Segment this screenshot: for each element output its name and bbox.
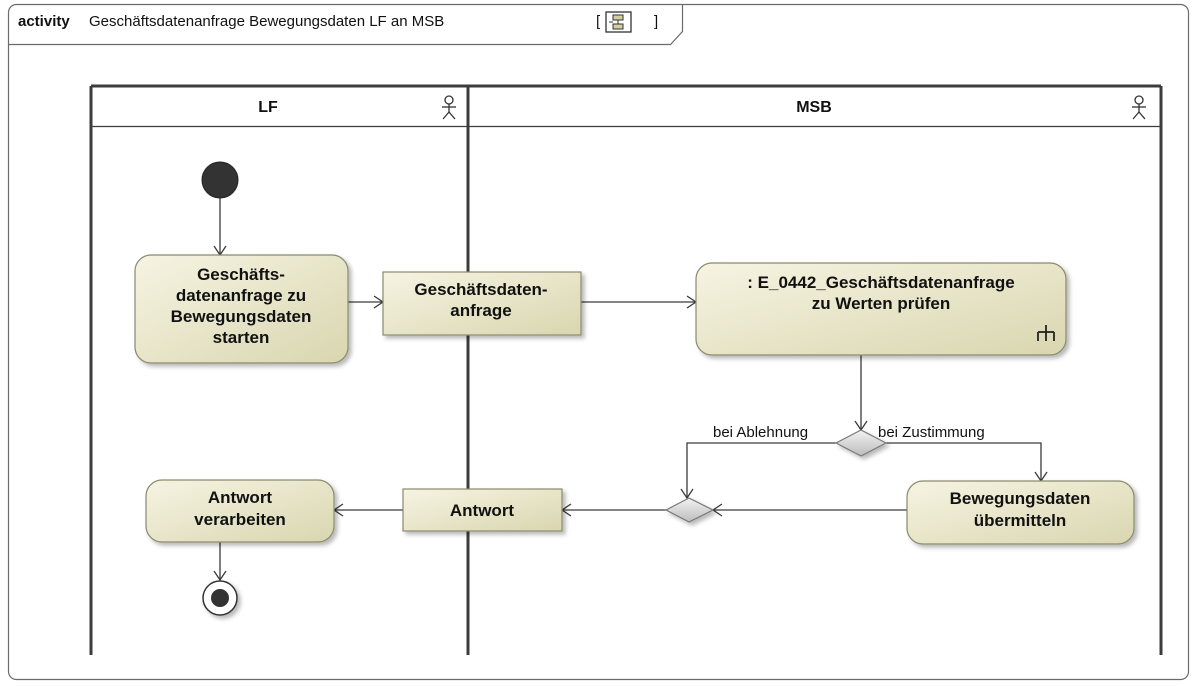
object-answer-label: Antwort xyxy=(450,501,515,520)
action-process-answer[interactable]: Antwort verarbeiten xyxy=(145,479,335,543)
call-behavior-rake-icon xyxy=(1037,325,1055,341)
object-answer[interactable]: Antwort xyxy=(402,488,563,532)
actor-icon xyxy=(1132,95,1146,120)
action-check-values-line-1: : E_0442_Geschäftsdatenanfrage xyxy=(747,273,1014,292)
decision-node[interactable] xyxy=(834,429,888,457)
flow-answer-to-process[interactable] xyxy=(332,503,403,517)
action-start-request-line-3: Bewegungsdaten xyxy=(171,307,312,326)
action-start-request-line-1: Geschäfts- xyxy=(197,265,285,284)
action-process-answer-line-2: verarbeiten xyxy=(194,510,286,529)
initial-node[interactable] xyxy=(201,161,239,199)
control-flows xyxy=(213,198,1048,582)
action-start-request[interactable]: Geschäfts- datenanfrage zu Bewegungsdate… xyxy=(134,254,349,364)
flow-check-to-decision[interactable] xyxy=(854,355,868,432)
swimlane-partition xyxy=(89,84,1163,655)
activity-diagram-icon xyxy=(605,11,632,33)
object-request-line-2: anfrage xyxy=(450,301,511,320)
object-request-line-1: Geschäftsdaten- xyxy=(414,280,547,299)
flow-transmit-to-merge[interactable] xyxy=(711,503,907,517)
frame-bracket-close: ] xyxy=(654,13,658,30)
guard-reject: bei Ablehnung xyxy=(713,424,808,441)
flow-reject[interactable] xyxy=(680,442,836,500)
flow-start-to-action[interactable] xyxy=(213,198,227,257)
action-transmit-line-2: übermitteln xyxy=(974,511,1067,530)
flow-action-to-request[interactable] xyxy=(348,295,385,309)
flow-request-to-check[interactable] xyxy=(581,295,698,309)
merge-node[interactable] xyxy=(664,497,715,523)
lane-header-lf[interactable]: LF xyxy=(258,95,456,120)
flow-process-to-end[interactable] xyxy=(213,542,227,582)
flow-merge-to-answer[interactable] xyxy=(560,503,666,517)
flow-approve[interactable] xyxy=(886,442,1048,483)
final-node[interactable] xyxy=(202,580,238,616)
action-process-answer-line-1: Antwort xyxy=(208,488,273,507)
action-transmit-line-1: Bewegungsdaten xyxy=(950,489,1091,508)
action-check-values-line-2: zu Werten prüfen xyxy=(812,294,951,313)
guard-approve: bei Zustimmung xyxy=(878,424,985,441)
frame-title: Geschäftsdatenanfrage Bewegungsdaten LF … xyxy=(89,13,444,30)
object-request[interactable]: Geschäftsdaten- anfrage xyxy=(382,271,582,336)
lane-header-msb[interactable]: MSB xyxy=(796,95,1146,120)
frame-keyword: activity xyxy=(18,13,70,30)
action-check-values[interactable]: : E_0442_Geschäftsdatenanfrage zu Werten… xyxy=(695,262,1067,356)
lane-label-msb: MSB xyxy=(796,99,832,116)
lane-label-lf: LF xyxy=(258,99,278,116)
action-transmit[interactable]: Bewegungsdaten übermitteln xyxy=(906,480,1135,545)
actor-icon xyxy=(442,95,456,120)
action-start-request-line-4: starten xyxy=(213,328,270,347)
action-start-request-line-2: datenanfrage zu xyxy=(176,286,306,305)
frame-bracket-open: [ xyxy=(596,13,601,30)
diagram-frame: activity Geschäftsdatenanfrage Bewegungs… xyxy=(7,3,1190,681)
